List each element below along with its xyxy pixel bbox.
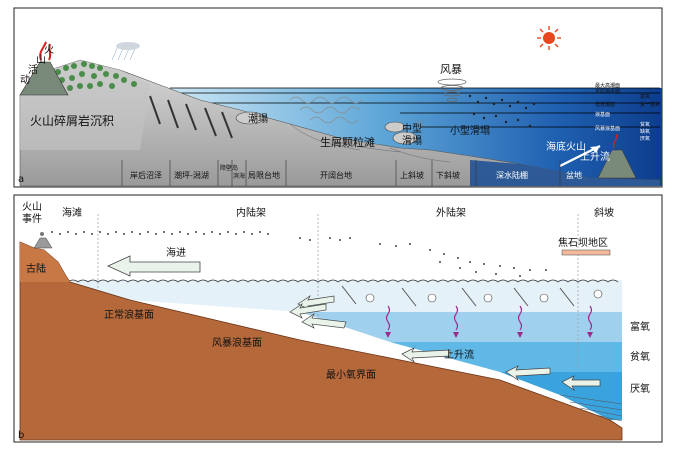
- zone-open-platform: 开阔台地: [320, 170, 352, 180]
- facies-small-slump: 小型滑塌: [450, 124, 490, 137]
- slump-bodies: [235, 111, 418, 145]
- oxygen-level-labels-a: 富氧 贫一富氧 贫氧 缺氧 厌氧: [640, 93, 660, 142]
- zone-slope: 斜坡: [594, 206, 614, 219]
- water-level-lines: [170, 87, 660, 128]
- volcano-label-3: 活: [28, 64, 38, 76]
- oxy-a-lack: 缺氧: [640, 128, 650, 135]
- graptolite-marks: [341, 285, 575, 307]
- zone-basin: 盆地: [566, 170, 582, 180]
- water-poor-oxygen: [390, 342, 622, 372]
- volcanic-ash-dots: [51, 231, 547, 277]
- water-level-labels: 最大高潮面 平均海平面 低低潮面 浪基面 风暴浪基面: [595, 82, 620, 132]
- storm-label: 风暴: [440, 63, 462, 76]
- facies-medium-slump: 中型滑塌: [402, 122, 422, 147]
- transgression-label: 海进: [166, 246, 186, 259]
- level-max-high-tide: 最大高潮面: [595, 82, 620, 89]
- oxy-a-rich: 富氧: [640, 93, 650, 100]
- zone-littoral: 滨海: [233, 172, 245, 180]
- zone-labels-a: 岸后沼泽 潮坪-潟湖 障壁岛 滨海 局限台地 开阔台地 上斜坡 下斜坡 深水陆棚…: [130, 164, 582, 180]
- volcano-label-4: 动: [20, 74, 30, 86]
- level-storm-wave-base: 风暴浪基面: [595, 125, 620, 132]
- oxy-a-poor: 贫氧: [640, 121, 650, 128]
- submarine-volcano-icon: [597, 133, 637, 179]
- volcano-label-1: 火: [44, 44, 54, 56]
- volcano-icon: [19, 41, 69, 96]
- panel-a-tag: a: [18, 174, 24, 185]
- transgression-arrow: [107, 255, 201, 277]
- volcano-event-label: 火山事件: [22, 201, 42, 225]
- water-rich-oxygen: [300, 312, 622, 342]
- level-mean-sea: 平均海平面: [595, 88, 620, 95]
- upwelling-arrows-b: [289, 294, 601, 392]
- zone-outer-shelf: 外陆架: [436, 206, 466, 219]
- zone-dividers-b: [97, 214, 579, 368]
- paleo-land-top: [20, 242, 70, 282]
- zone-lower-slope: 下斜坡: [436, 170, 460, 180]
- facies-sea-volcano: 海底火山: [546, 140, 586, 153]
- water-shallow: [58, 280, 622, 312]
- oxy-a-anoxic: 厌氧: [640, 135, 650, 142]
- oxy-b-anoxic: 厌氧: [630, 382, 650, 395]
- zone-dividers-a: [121, 160, 561, 186]
- normal-wave-base-label: 正常浪基面: [104, 308, 154, 321]
- zone-inner-shelf: 内陆架: [236, 206, 266, 219]
- sea-surface-waves: [57, 279, 619, 283]
- facies-bioclastic-shoal: 生屑颗粒滩: [320, 135, 375, 149]
- zone-deep-shelf: 深水陆棚: [496, 170, 528, 180]
- panel-b-tag: b: [18, 430, 24, 441]
- legend-swatch: [561, 249, 611, 256]
- tidal-channels: [149, 95, 233, 139]
- panel-a: a 火 山 活 动 风暴 火山碎屑岩沉积 潮塌 生屑颗粒滩 中型滑塌 小型滑塌 …: [13, 7, 663, 188]
- sediment-label: 火山碎屑岩沉积: [30, 113, 114, 128]
- oxy-b-rich: 富氧: [630, 320, 650, 333]
- zone-upper-slope: 上斜坡: [400, 170, 424, 180]
- zone-back-swamp: 岸后沼泽: [130, 170, 162, 180]
- sinking-arrows: [385, 305, 593, 331]
- zone-barrier: 障壁岛: [220, 164, 238, 172]
- legend-label: 焦石坝地区: [558, 236, 608, 249]
- level-low-tide: 低低潮面: [595, 101, 615, 108]
- upwelling-arrow-a: [559, 145, 601, 167]
- legend-jiaoshiba: [561, 249, 611, 256]
- zone-restricted-platform: 局限台地: [248, 170, 280, 180]
- small-volcano-icon: [33, 232, 53, 249]
- organism-dots: [468, 94, 536, 128]
- facies-lagoon-slump: 潮塌: [248, 112, 268, 125]
- upwelling-label: 上升流: [444, 348, 474, 361]
- zone-beach: 海滩: [62, 206, 82, 219]
- oxy-b-poor: 贫氧: [630, 350, 650, 363]
- zone-tidal-lagoon: 潮坪-潟湖: [174, 170, 209, 180]
- paleo-land-label: 古陆: [26, 262, 46, 275]
- facies-upwelling: 上升流: [580, 150, 610, 163]
- slope-strata: [559, 394, 623, 422]
- storm-wave-base-label: 风暴浪基面: [212, 336, 262, 349]
- volcano-label-2: 山: [36, 54, 46, 66]
- level-wave-base: 浪基面: [595, 111, 610, 118]
- min-oxygen-label: 最小氧界面: [326, 368, 376, 381]
- storm-vortex-icon: [437, 78, 467, 102]
- sun-icon: [537, 26, 561, 50]
- oxy-a-poor-rich: 贫一富氧: [640, 101, 660, 108]
- bioclastic-shoal: [289, 96, 363, 124]
- panel-b: b 火山事件 海滩 内陆架 外陆架 斜坡 焦石坝地区 古陆 海进 正常浪基面 风…: [13, 194, 663, 443]
- radiolaria-icons: [365, 289, 603, 303]
